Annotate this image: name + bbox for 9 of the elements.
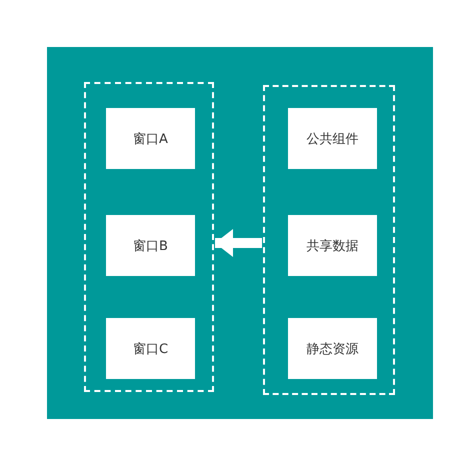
arrow xyxy=(215,229,262,257)
dashed-group xyxy=(263,85,395,395)
window-box: 窗口A xyxy=(106,108,195,169)
window-box: 公共组件 xyxy=(288,108,377,169)
window-box: 静态资源 xyxy=(288,318,377,379)
dashed-group xyxy=(84,82,214,392)
window-box: 窗口B xyxy=(106,215,195,276)
window-box: 共享数据 xyxy=(288,215,377,276)
window-box: 窗口C xyxy=(106,318,195,379)
